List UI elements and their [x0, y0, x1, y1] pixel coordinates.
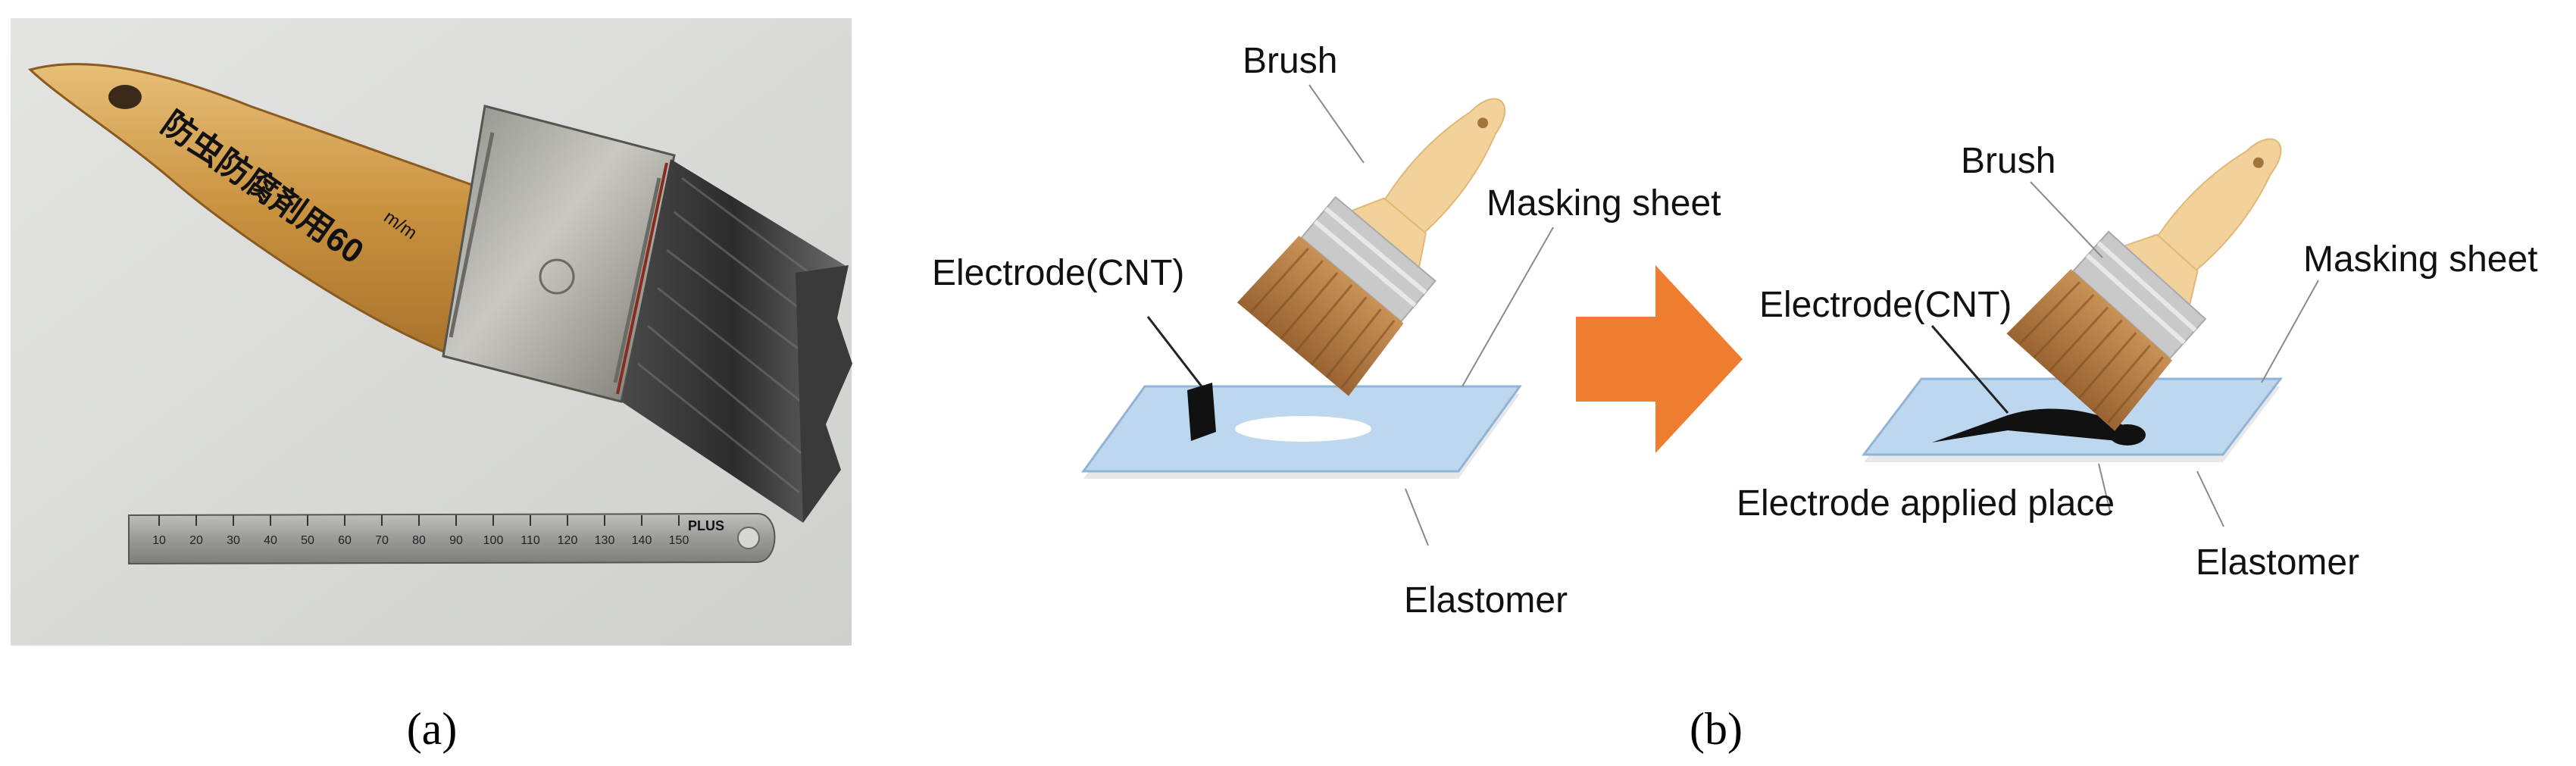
label-brush-left: Brush — [1243, 41, 1337, 81]
hanging-hole — [108, 85, 142, 109]
label-elastomer-right: Elastomer — [2196, 542, 2359, 583]
label-masking-right: Masking sheet — [2303, 239, 2538, 280]
ruler-tick-label: 110 — [521, 534, 540, 547]
ruler: 10 20 30 40 50 60 70 80 90 100 110 120 130 140 150 PLU… — [128, 512, 776, 565]
label-brush-right: Brush — [1961, 141, 2055, 181]
label-electrode-left: Electrode(CNT) — [932, 253, 1184, 293]
panel-b-left: Brush Masking sheet Electrode(CNT) Elast… — [932, 41, 1721, 621]
ruler-tick-label: 150 — [669, 534, 689, 547]
ruler-tick-label: 80 — [412, 534, 426, 547]
ruler-tick-label: 100 — [483, 534, 504, 547]
ruler-brand: PLUS — [688, 518, 724, 533]
ruler-tick-label: 90 — [449, 534, 463, 547]
caption-a: (a) — [407, 704, 458, 754]
ruler-tick-label: 30 — [227, 534, 240, 547]
label-electrode-right: Electrode(CNT) — [1759, 285, 2012, 325]
ruler-tick-label: 20 — [189, 534, 203, 547]
ruler-hole — [737, 527, 760, 549]
leader-elastomer-right — [2196, 471, 2224, 527]
label-elastomer-left: Elastomer — [1404, 580, 1568, 621]
applied-electrode-end — [2109, 424, 2146, 446]
electrode-block — [1187, 383, 1216, 441]
ruler-tick-label: 130 — [595, 534, 615, 547]
ruler-tick-label: 40 — [264, 534, 277, 547]
ferrule-stamp — [539, 258, 575, 295]
ruler-tick-label: 10 — [152, 534, 166, 547]
panel-b-right: Brush Masking sheet Electrode(CNT) Elect… — [1737, 93, 2538, 583]
leader-masking-right — [2261, 280, 2319, 383]
leader-elastomer — [1405, 488, 1429, 546]
ruler-tick-label: 70 — [375, 534, 389, 547]
leader-brush-right — [2030, 181, 2103, 258]
leader-masking — [1462, 227, 1554, 387]
brush-left — [1237, 55, 1557, 396]
brush-photo-bristles — [621, 159, 852, 523]
ruler-tick-label: 120 — [558, 534, 578, 547]
process-arrow — [1576, 265, 1743, 453]
leader-electrode — [1146, 316, 1203, 387]
leader-electrode-right — [1930, 325, 2009, 414]
applied-electrode — [1932, 408, 2136, 443]
sheet-opening — [1235, 416, 1371, 442]
leader-applied — [2098, 463, 2111, 512]
label-masking-left: Masking sheet — [1487, 183, 1721, 224]
ruler-tick-label: 50 — [301, 534, 314, 547]
label-applied-place: Electrode applied place — [1737, 483, 2115, 524]
ruler-tick-label: 140 — [632, 534, 652, 547]
ruler-tick-label: 60 — [338, 534, 352, 547]
caption-b: (b) — [1690, 704, 1743, 754]
ruler-scale: 10 20 30 40 50 60 70 80 90 100 110 120 130 140 150 — [152, 515, 689, 547]
leader-brush — [1308, 84, 1365, 164]
